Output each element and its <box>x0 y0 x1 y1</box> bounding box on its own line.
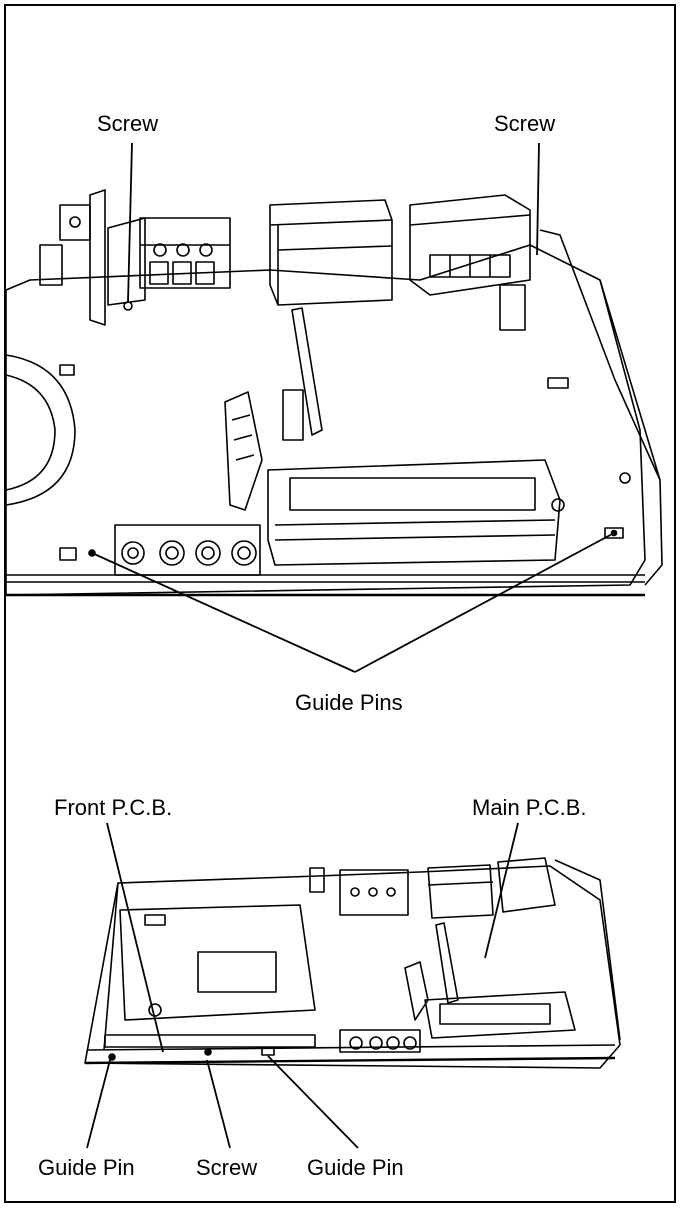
top-card-slot <box>224 391 263 511</box>
top-left-dish <box>5 354 76 506</box>
top-left-screw-head <box>123 301 133 311</box>
top-chassis-plate <box>5 244 646 596</box>
bottom-tuner-module <box>497 857 556 913</box>
bottom-guide-pin-right <box>261 1047 275 1056</box>
top-right-side-wall <box>539 229 663 586</box>
diagram-frame <box>4 4 676 1203</box>
leader-main-pcb <box>484 822 519 959</box>
bottom-right-side-wall <box>554 859 621 1041</box>
bottom-screw-head <box>204 1048 212 1056</box>
top-tuner-module <box>409 194 531 296</box>
bottom-chassis-illustration <box>84 857 621 1069</box>
leader-guide-pins-right <box>354 532 615 673</box>
bottom-terminal-block <box>309 867 409 916</box>
top-terminal-block <box>139 217 231 289</box>
label-front-pcb: Front P.C.B. <box>54 795 173 820</box>
bottom-transformer <box>427 864 494 919</box>
top-chassis-illustration <box>5 189 663 597</box>
leader-screw <box>206 1059 231 1149</box>
leader-screw-right <box>536 142 540 256</box>
label-screw-left: Screw <box>97 111 159 136</box>
top-leader-lines <box>91 142 615 673</box>
leader-guide-pin-right <box>267 1055 359 1149</box>
bottom-front-av-jacks <box>339 1029 421 1053</box>
leader-guide-pin-left <box>86 1059 111 1149</box>
bottom-dish-well <box>119 904 316 1021</box>
label-screw-bottom: Screw <box>196 1155 258 1180</box>
leader-front-pcb <box>106 822 164 1053</box>
label-main-pcb: Main P.C.B. <box>472 795 587 820</box>
leader-screw-left <box>127 142 133 303</box>
bottom-guide-pin-left <box>108 1053 116 1061</box>
label-screw-right: Screw <box>494 111 556 136</box>
bottom-leader-lines <box>86 822 519 1149</box>
top-drive-tray <box>267 459 561 566</box>
bottom-drive-tray <box>424 991 576 1039</box>
bottom-card-slot <box>404 961 429 1021</box>
leader-guide-pins-left <box>91 552 356 673</box>
top-front-av-jacks <box>114 524 261 576</box>
top-left-screw-bracket <box>107 217 146 306</box>
label-guide-pin-left: Guide Pin <box>38 1155 135 1180</box>
top-riser-board <box>291 307 323 436</box>
top-guide-pin-right <box>604 527 624 539</box>
top-transformer <box>269 199 393 306</box>
top-left-bracket <box>39 244 63 286</box>
label-guide-pin-right: Guide Pin <box>307 1155 404 1180</box>
bottom-front-pcb <box>104 1034 316 1048</box>
label-guide-pins: Guide Pins <box>295 690 403 715</box>
bottom-chassis-plate <box>84 865 621 1069</box>
